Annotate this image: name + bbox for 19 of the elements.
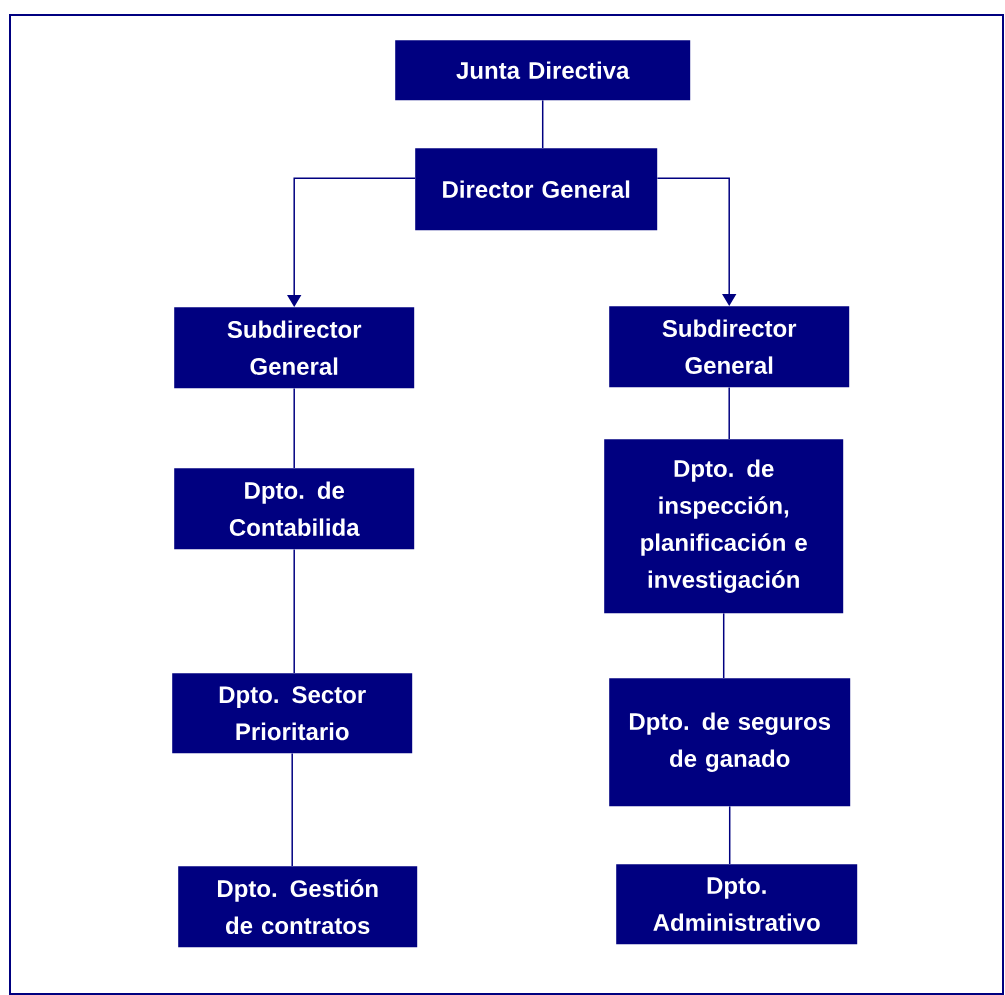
connector-line xyxy=(728,386,730,440)
org-box: Dpto. Gestión de contratos xyxy=(178,866,418,948)
connector-line xyxy=(728,805,731,865)
connector-line xyxy=(541,99,544,149)
connector-line xyxy=(293,548,295,674)
org-box: Director General xyxy=(415,148,658,231)
arrow xyxy=(656,177,737,306)
arrow xyxy=(287,177,416,307)
connector-line xyxy=(291,752,293,867)
org-box: Dpto. de inspección, planificación e investigación xyxy=(604,439,844,614)
org-box: Dpto. Administrativo xyxy=(616,864,858,945)
org-box: Subdirector General xyxy=(609,306,850,388)
org-box: Junta Directiva xyxy=(395,40,691,101)
org-box: Subdirector General xyxy=(174,307,415,389)
connector-line xyxy=(293,387,295,469)
org-box: Dpto. Sector Prioritario xyxy=(172,673,413,754)
connector-line xyxy=(722,612,725,679)
org-box: Dpto. de Contabilida xyxy=(174,468,415,550)
org-box: Dpto. de seguros de ganado xyxy=(609,678,851,807)
